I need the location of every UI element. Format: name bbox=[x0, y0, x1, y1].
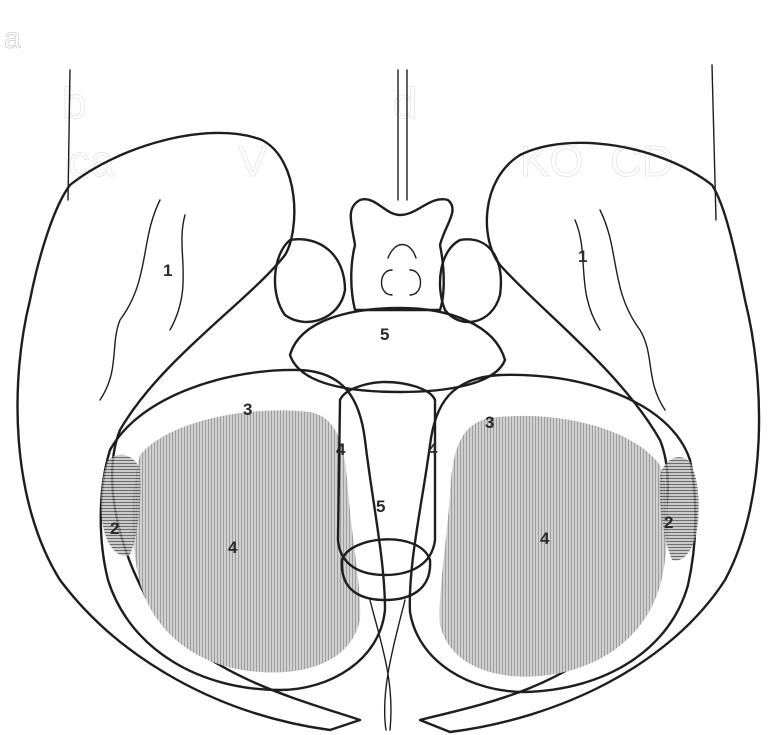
label-region-2-right: 2 bbox=[664, 513, 673, 532]
ghost-fragment-cd: CD bbox=[610, 137, 674, 186]
label-region-5-center: 5 bbox=[376, 497, 385, 516]
medulla-symbol bbox=[382, 245, 421, 296]
ghost-fragment-d: d bbox=[393, 79, 417, 128]
label-region-1-left: 1 bbox=[163, 261, 172, 280]
ghost-fragment-b: b bbox=[62, 79, 86, 128]
midline-notch bbox=[370, 600, 405, 730]
label-region-3-left: 3 bbox=[243, 400, 252, 419]
right-flocculus bbox=[440, 239, 501, 322]
label-region-1-right: 1 bbox=[578, 247, 587, 266]
label-region-2-left: 2 bbox=[110, 519, 119, 538]
ghost-fragment-v: V bbox=[238, 137, 268, 186]
left-lower-lobe-inner bbox=[132, 410, 360, 672]
ghost-text-layer: b d V KO CD ca bbox=[62, 79, 674, 186]
folia-lines bbox=[100, 200, 665, 410]
right-lower-lobe-inner bbox=[440, 416, 668, 677]
panel-letter: a bbox=[4, 22, 21, 55]
label-region-4-right: 4 bbox=[540, 529, 550, 548]
medulla bbox=[351, 199, 453, 310]
label-region-4-center-right: 4 bbox=[428, 440, 438, 459]
label-region-4-left: 4 bbox=[228, 538, 238, 557]
label-region-3-right: 3 bbox=[485, 413, 494, 432]
label-region-5-top: 5 bbox=[380, 325, 389, 344]
label-region-4-center-left: 4 bbox=[336, 440, 346, 459]
